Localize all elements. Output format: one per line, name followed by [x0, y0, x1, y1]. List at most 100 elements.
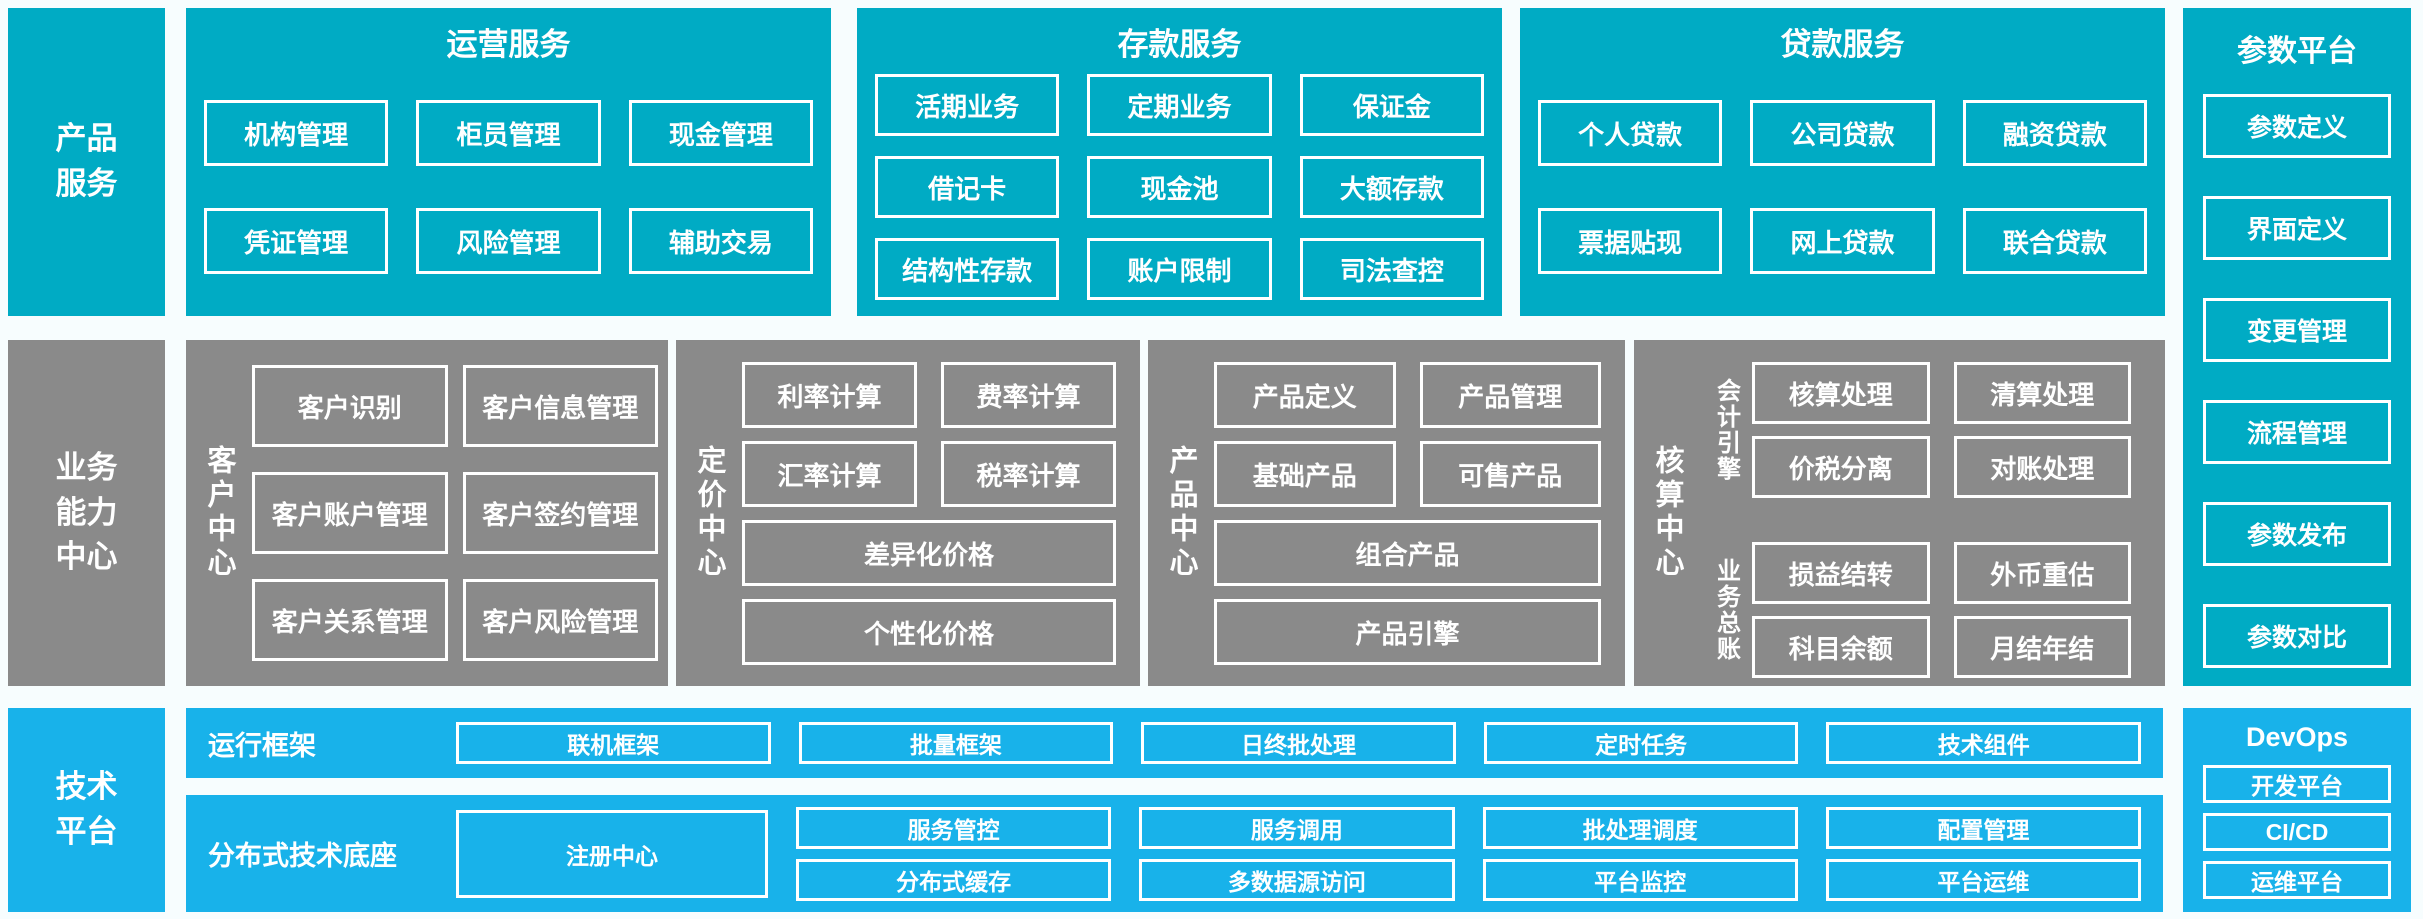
ledger-box: 月结年结: [1953, 616, 2131, 678]
product-grid: 产品定义 产品管理 基础产品 可售产品: [1214, 362, 1601, 507]
block-parameter-platform: 参数平台 参数定义 界面定义 变更管理 流程管理 参数发布 参数对比: [2183, 8, 2411, 686]
distributed-box: 平台运维: [1825, 858, 2141, 901]
loan-box: 网上贷款: [1750, 208, 1935, 274]
distributed-grid: 服务管控 服务调用 批处理调度 配置管理 分布式缓存 多数据源访问 平台监控 平…: [796, 806, 2141, 901]
row-runtime-framework: 运行框架 联机框架 批量框架 日终批处理 定时任务 技术组件: [186, 708, 2163, 778]
loan-box: 融资贷款: [1962, 100, 2147, 166]
ledger-box: 损益结转: [1752, 542, 1930, 604]
customer-box: 客户关系管理: [252, 579, 448, 661]
loan-box: 公司贷款: [1750, 100, 1935, 166]
distributed-box: 分布式缓存: [796, 858, 1112, 901]
customer-center-label: 客户中心: [203, 445, 235, 581]
deposit-box: 定期业务: [1087, 74, 1272, 136]
ops-box: 辅助交易: [628, 208, 813, 274]
deposit-box: 司法查控: [1299, 238, 1484, 300]
sidebar-product-services-label: 产品 服务: [55, 121, 118, 201]
product-wide-box: 产品引擎: [1214, 599, 1601, 665]
param-box: 流程管理: [2203, 400, 2391, 464]
runtime-box: 批量框架: [798, 722, 1114, 764]
loan-grid: 个人贷款 公司贷款 融资贷款 票据贴现 网上贷款 联合贷款: [1520, 100, 2165, 274]
customer-box: 客户账户管理: [252, 472, 448, 554]
deposit-box: 借记卡: [875, 156, 1060, 218]
pricing-center-label: 定价中心: [693, 445, 725, 581]
accounting-engine-group: 会计引擎 核算处理 清算处理 价税分离 对账处理: [1700, 362, 2131, 498]
customer-box: 客户签约管理: [462, 472, 658, 554]
product-center-label: 产品中心: [1165, 445, 1197, 581]
runtime-framework-label: 运行框架: [208, 730, 316, 761]
product-box: 可售产品: [1419, 441, 1601, 507]
customer-box: 客户风险管理: [462, 579, 658, 661]
runtime-box: 定时任务: [1483, 722, 1799, 764]
parameter-list: 参数定义 界面定义 变更管理 流程管理 参数发布 参数对比: [2183, 94, 2411, 668]
operations-grid: 机构管理 柜员管理 现金管理 凭证管理 风险管理 辅助交易: [186, 100, 831, 274]
pricing-box: 费率计算: [941, 362, 1116, 428]
accounting-engine-grid: 核算处理 清算处理 价税分离 对账处理: [1752, 362, 2131, 498]
distributed-box: 平台监控: [1482, 858, 1798, 901]
distributed-box: 多数据源访问: [1139, 858, 1455, 901]
accounting-box: 清算处理: [1953, 362, 2131, 424]
business-ledger-label: 业务总账: [1712, 558, 1740, 662]
distributed-box: 批处理调度: [1482, 806, 1798, 849]
deposit-grid: 活期业务 定期业务 保证金 借记卡 现金池 大额存款 结构性存款 账户限制 司法…: [857, 74, 1502, 300]
block-customer-center: 客户中心 客户识别 客户信息管理 客户账户管理 客户签约管理 客户关系管理 客户…: [186, 340, 668, 686]
distributed-base-label: 分布式技术底座: [208, 841, 397, 871]
product-box: 产品定义: [1214, 362, 1396, 428]
accounting-center-label: 核算中心: [1651, 445, 1683, 581]
devops-box: CI/CD: [2203, 813, 2391, 851]
sidebar-technology-platform: 技术 平台: [8, 708, 165, 912]
accounting-groups: 会计引擎 核算处理 清算处理 价税分离 对账处理 业务总账 损益结转 外币重估 …: [1700, 340, 2165, 686]
block-loan-services: 贷款服务 个人贷款 公司贷款 融资贷款 票据贴现 网上贷款 联合贷款: [1520, 8, 2165, 316]
ops-box: 凭证管理: [204, 208, 389, 274]
product-box: 基础产品: [1214, 441, 1396, 507]
sidebar-technology-platform-label: 技术 平台: [55, 769, 118, 849]
ops-box: 现金管理: [628, 100, 813, 166]
loan-box: 票据贴现: [1538, 208, 1723, 274]
param-box: 变更管理: [2203, 298, 2391, 362]
ledger-box: 外币重估: [1953, 542, 2131, 604]
accounting-engine-label: 会计引擎: [1712, 378, 1740, 482]
product-content: 产品定义 产品管理 基础产品 可售产品 组合产品 产品引擎: [1214, 340, 1625, 686]
accounting-box: 核算处理: [1752, 362, 1930, 424]
ops-box: 机构管理: [204, 100, 389, 166]
product-box: 产品管理: [1419, 362, 1601, 428]
loan-box: 联合贷款: [1962, 208, 2147, 274]
param-box: 界面定义: [2203, 196, 2391, 260]
block-title: 存款服务: [1117, 27, 1242, 62]
deposit-box: 活期业务: [875, 74, 1060, 136]
loan-box: 个人贷款: [1538, 100, 1723, 166]
business-ledger-group: 业务总账 损益结转 外币重估 科目余额 月结年结: [1700, 542, 2131, 678]
pricing-box: 税率计算: [941, 441, 1116, 507]
runtime-box: 联机框架: [456, 722, 771, 764]
ops-box: 柜员管理: [416, 100, 601, 166]
business-ledger-grid: 损益结转 外币重估 科目余额 月结年结: [1752, 542, 2131, 678]
devops-box: 运维平台: [2203, 861, 2391, 899]
block-title: 参数平台: [2237, 35, 2357, 68]
devops-title: DevOps: [2245, 722, 2349, 752]
registry-center-box: 注册中心: [456, 809, 768, 898]
deposit-box: 保证金: [1299, 74, 1484, 136]
block-operations-services: 运营服务 机构管理 柜员管理 现金管理 凭证管理 风险管理 辅助交易: [186, 8, 831, 316]
row-distributed-base: 分布式技术底座 注册中心 服务管控 服务调用 批处理调度 配置管理 分布式缓存 …: [186, 795, 2163, 912]
block-pricing-center: 定价中心 利率计算 费率计算 汇率计算 税率计算 差异化价格 个性化价格: [676, 340, 1140, 686]
param-box: 参数对比: [2203, 604, 2391, 668]
sidebar-business-capability-label: 业务 能力 中心: [55, 449, 118, 575]
product-wide-box: 组合产品: [1214, 520, 1601, 586]
runtime-box: 技术组件: [1826, 722, 2141, 764]
param-box: 参数发布: [2203, 502, 2391, 566]
block-title: 贷款服务: [1780, 27, 1905, 62]
block-accounting-center: 核算中心 会计引擎 核算处理 清算处理 价税分离 对账处理 业务总账 损益结转 …: [1634, 340, 2165, 686]
param-box: 参数定义: [2203, 94, 2391, 158]
distributed-box: 服务管控: [796, 806, 1112, 849]
sidebar-business-capability-center: 业务 能力 中心: [8, 340, 165, 686]
devops-list: 开发平台 CI/CD 运维平台: [2203, 765, 2391, 899]
ledger-box: 科目余额: [1752, 616, 1930, 678]
customer-box: 客户信息管理: [462, 365, 658, 447]
customer-grid: 客户识别 客户信息管理 客户账户管理 客户签约管理 客户关系管理 客户风险管理: [252, 340, 668, 686]
devops-box: 开发平台: [2203, 765, 2391, 803]
pricing-box: 汇率计算: [742, 441, 917, 507]
deposit-box: 结构性存款: [875, 238, 1060, 300]
pricing-box: 利率计算: [742, 362, 917, 428]
block-devops: DevOps 开发平台 CI/CD 运维平台: [2183, 708, 2411, 912]
block-product-center: 产品中心 产品定义 产品管理 基础产品 可售产品 组合产品 产品引擎: [1148, 340, 1625, 686]
pricing-grid: 利率计算 费率计算 汇率计算 税率计算: [742, 362, 1116, 507]
